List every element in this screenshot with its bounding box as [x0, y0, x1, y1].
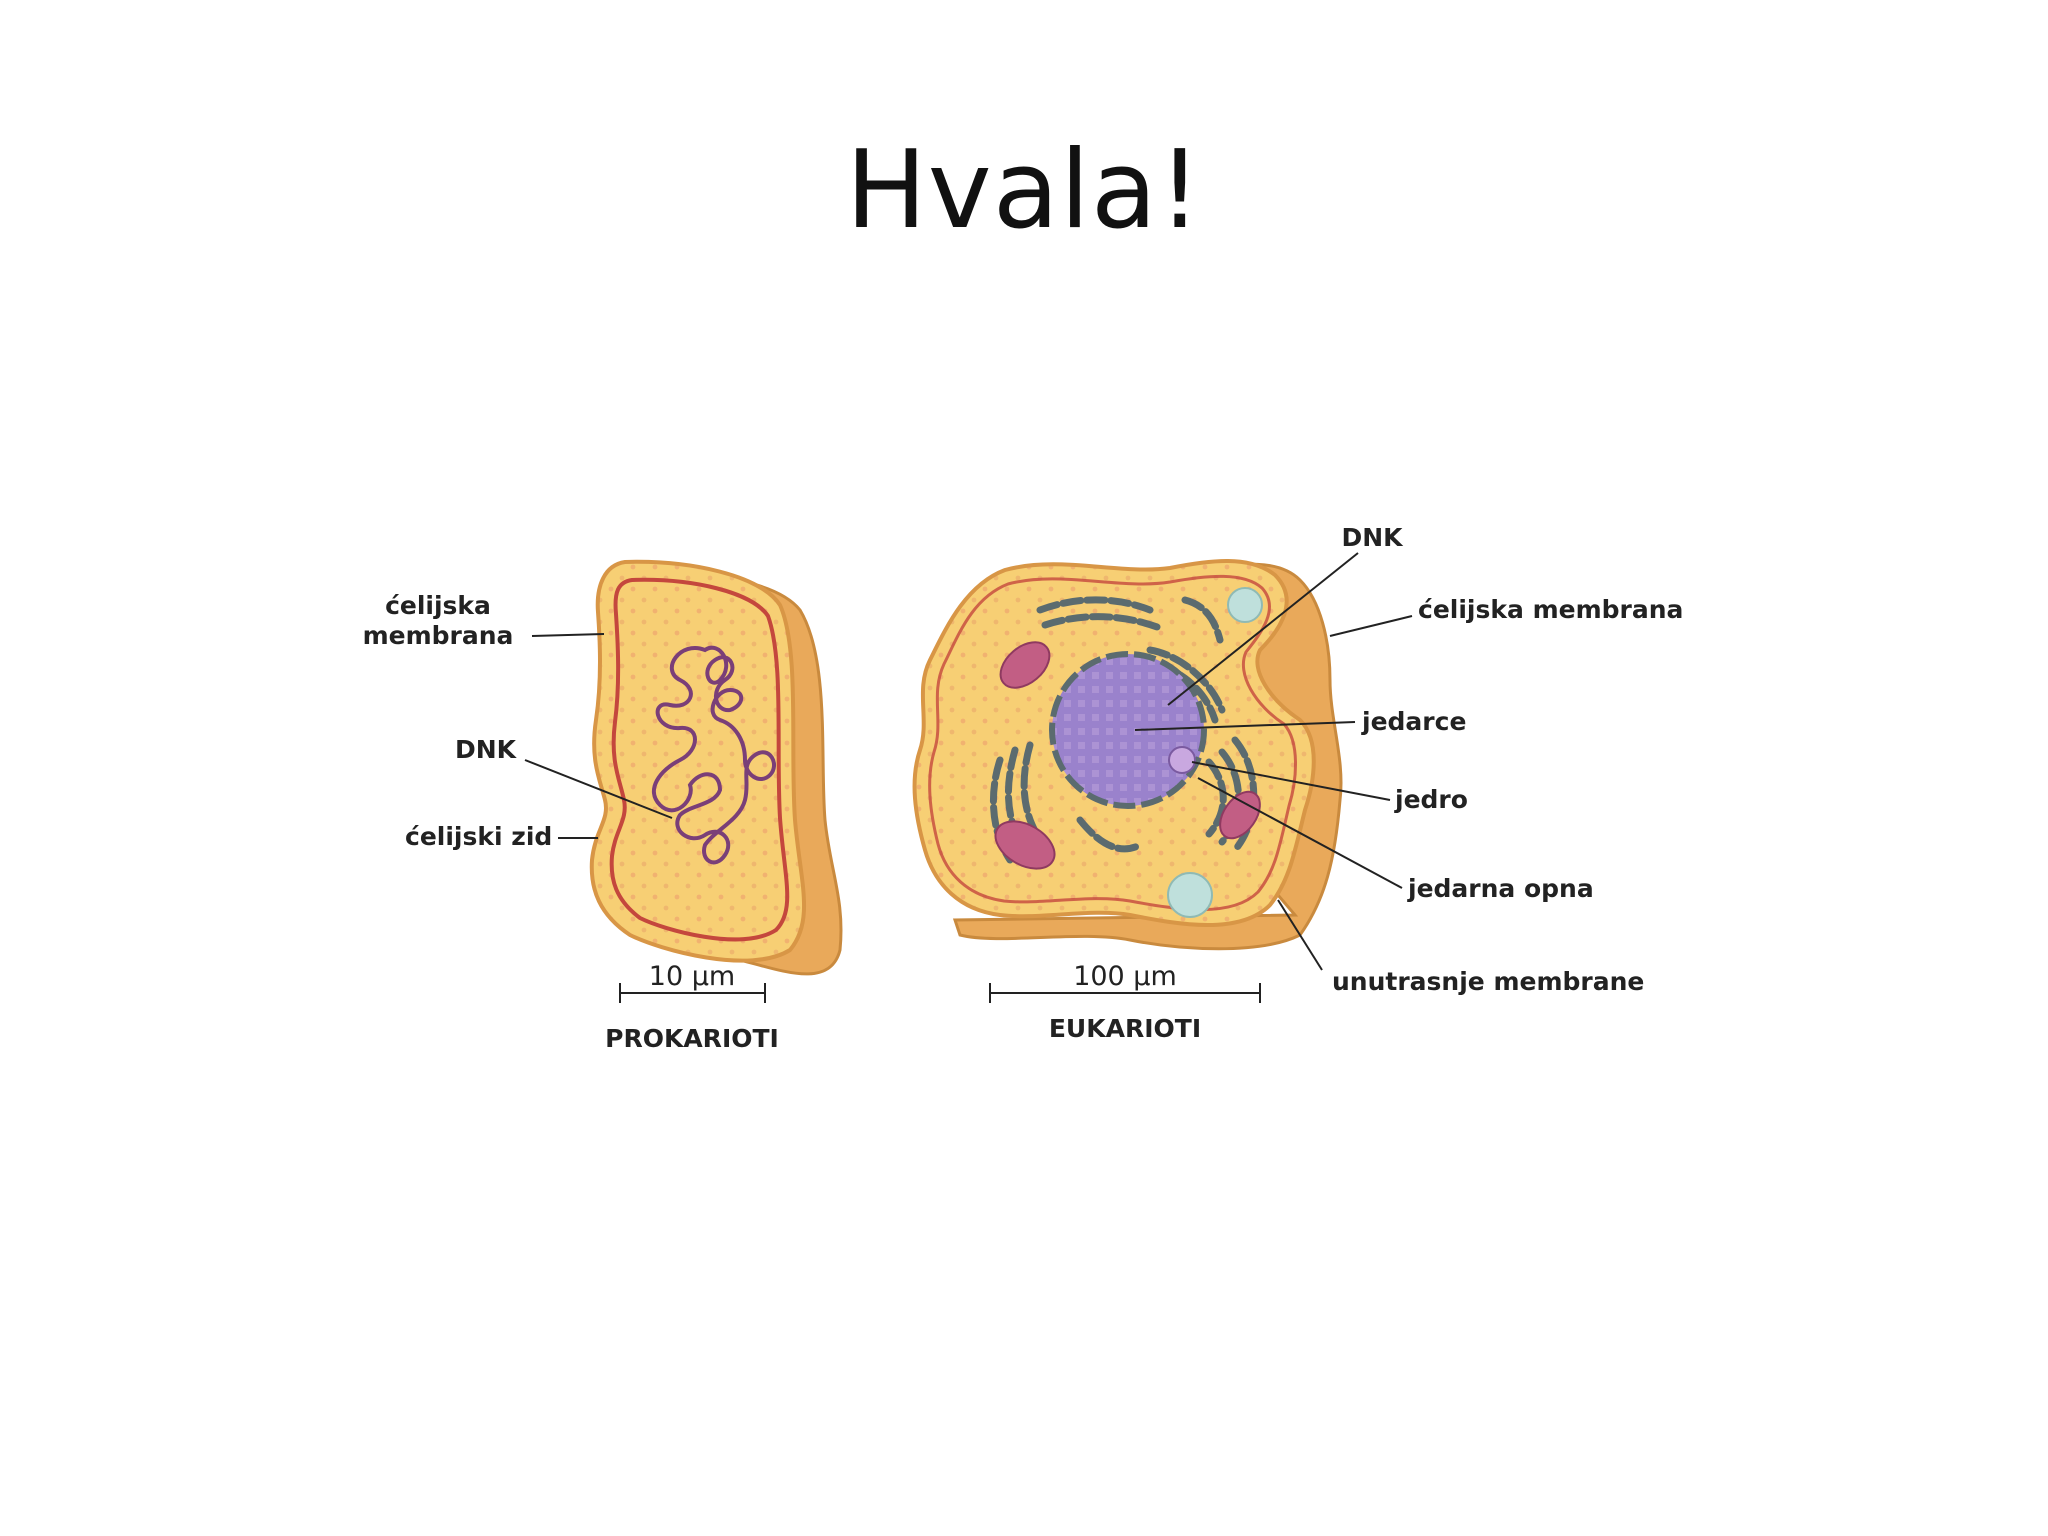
eukaryote-nucleolus: [1168, 746, 1196, 774]
eukaryote-nucleus: [1049, 651, 1207, 809]
label-euk-membrane: ćelijska membrana: [1418, 595, 1683, 624]
label-euk-inner-membranes: unutrasnje membrane: [1332, 967, 1644, 996]
eukaryote-scale-label: 100 µm: [1073, 961, 1177, 992]
eukaryote-cell: [912, 559, 1343, 951]
leader-prok-membrane: [531, 633, 605, 637]
prokaryote-name: PROKARIOTI: [605, 1024, 779, 1053]
label-euk-nuclear-envelope: jedarna opna: [1407, 874, 1594, 903]
label-prok-dna: DNK: [455, 735, 518, 764]
eukaryote-name: EUKARIOTI: [1049, 1014, 1201, 1043]
leader-prok-dna: [524, 759, 673, 819]
label-prok-wall: ćelijski zid: [405, 822, 552, 851]
label-euk-dna: DNK: [1341, 523, 1404, 552]
leader-euk-membrane: [1329, 615, 1413, 637]
prokaryote-dna: [652, 645, 776, 865]
eukaryote-vacuole-bottom: [1167, 872, 1213, 918]
label-prok-membrane-line2: membrana: [363, 621, 514, 650]
eukaryote-membrane: [928, 574, 1297, 912]
label-euk-nucleus: jedro: [1394, 785, 1468, 814]
leader-euk-dna: [1167, 552, 1359, 706]
prokaryote-cell: [589, 559, 843, 976]
eukaryote-scale-bar: [989, 983, 1261, 1003]
eukaryote-vacuole-top: [1227, 587, 1263, 623]
label-euk-nucleolus: jedarce: [1361, 707, 1466, 736]
label-prok-membrane-line1: ćelijska: [385, 591, 491, 620]
leader-euk-inner-membranes: [1277, 899, 1323, 971]
eukaryote-mitochondria: [994, 641, 1261, 870]
slide-title: Hvala!: [845, 128, 1203, 253]
prokaryote-scale-label: 10 µm: [649, 961, 735, 992]
prokaryote-scale-bar: [619, 983, 766, 1003]
leader-euk-nucleolus: [1134, 721, 1356, 731]
leader-euk-nuclear-envelope: [1197, 777, 1403, 889]
prokaryote-cell-body: [589, 559, 807, 963]
prokaryote-membrane: [609, 577, 790, 942]
leader-euk-nucleus: [1191, 761, 1391, 801]
